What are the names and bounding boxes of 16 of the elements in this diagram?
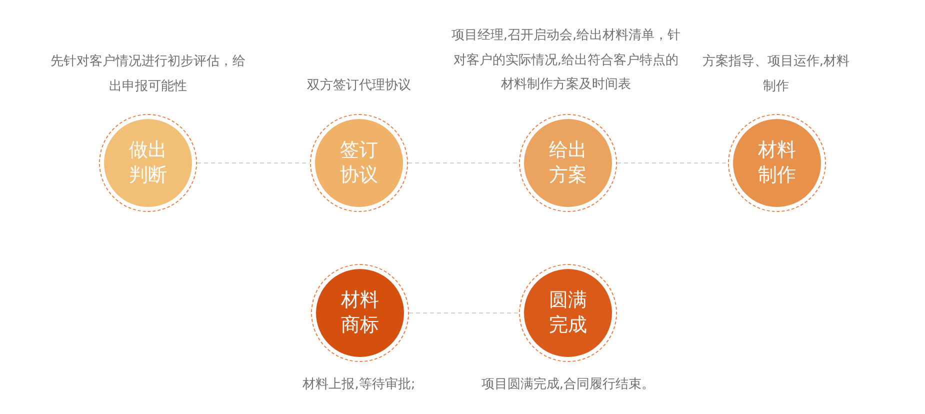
step-description: 项目经理,召开启动会,给出材料清单，针对客户的实际情况,给出符合客户特点的材料制作方案及时间表 [450, 27, 682, 94]
step-description: 项目圆满完成,合同履行结束。 [480, 376, 656, 394]
step-title: 给出方案 [548, 138, 588, 188]
step-description: 方案指导、项目运作,材料制作 [701, 53, 851, 96]
step-title: 签订协议 [339, 138, 379, 188]
step-description: 先针对客户情况进行初步评估，给出申报可能性 [50, 53, 246, 96]
step-description: 双方签订代理协议 [306, 77, 412, 95]
step-title: 材料商标 [340, 288, 380, 338]
connector-line [616, 162, 728, 164]
step-description: 材料上报,等待审批; [302, 376, 416, 394]
connector-line [408, 312, 520, 314]
connector-line [196, 162, 310, 164]
step-title: 圆满完成 [548, 288, 588, 338]
connector-line [408, 162, 520, 164]
step-title: 做出判断 [128, 138, 168, 188]
step-title: 材料制作 [757, 138, 797, 188]
